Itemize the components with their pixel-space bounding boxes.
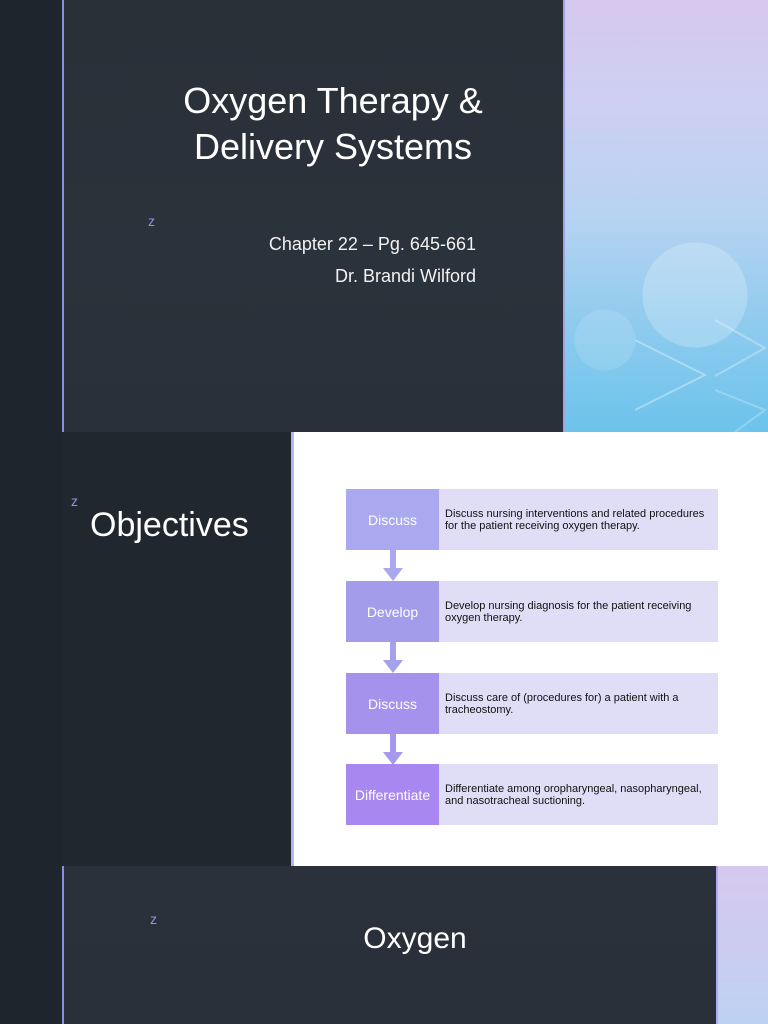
objective-label: Develop xyxy=(346,581,439,642)
objectives-left-panel xyxy=(62,432,291,866)
logo-mark: z xyxy=(148,213,155,229)
title-slide-background-image xyxy=(563,0,768,432)
objectives-slide: z Objectives Discuss Discuss nursing int… xyxy=(0,432,768,866)
objective-text: Discuss nursing interventions and relate… xyxy=(439,489,718,550)
author-text: Dr. Brandi Wilford xyxy=(334,266,476,286)
objective-label: Differentiate xyxy=(346,764,439,825)
oxygen-slide-background-image xyxy=(716,866,768,1024)
down-arrow-icon xyxy=(383,734,403,765)
oxygen-title: Oxygen xyxy=(363,922,467,955)
title-slide-panel xyxy=(62,0,565,432)
oxygen-slide: z Oxygen xyxy=(0,866,768,1024)
objective-item: Discuss Discuss care of (procedures for)… xyxy=(346,673,718,734)
objective-text: Discuss care of (procedures for) a patie… xyxy=(439,673,718,734)
objective-item: Discuss Discuss nursing interventions an… xyxy=(346,489,718,550)
objective-item: Develop Develop nursing diagnosis for th… xyxy=(346,581,718,642)
objective-text: Differentiate among oropharyngeal, nasop… xyxy=(439,764,718,825)
slide-title: Oxygen Therapy & Delivery Systems xyxy=(130,78,536,170)
oxygen-slide-panel xyxy=(62,866,718,1024)
down-arrow-icon xyxy=(383,550,403,581)
logo-mark: z xyxy=(150,911,157,927)
logo-mark: z xyxy=(71,493,78,509)
slide-subtitle: Chapter 22 – Pg. 645-661 Dr. Brandi Wilf… xyxy=(150,228,476,292)
objective-label: Discuss xyxy=(346,489,439,550)
slide-title-line-1: Oxygen Therapy & xyxy=(183,80,483,121)
down-arrow-icon xyxy=(383,642,403,673)
title-slide: z Oxygen Therapy & Delivery Systems Chap… xyxy=(0,0,768,432)
objectives-title: Objectives xyxy=(90,506,249,544)
objective-label: Discuss xyxy=(346,673,439,734)
chapter-text: Chapter 22 – Pg. 645-661 xyxy=(268,234,476,254)
slide-title-line-2: Delivery Systems xyxy=(193,126,473,167)
objective-item: Differentiate Differentiate among oropha… xyxy=(346,764,718,825)
objective-text: Develop nursing diagnosis for the patien… xyxy=(439,581,718,642)
chevron-decoration xyxy=(634,319,768,432)
